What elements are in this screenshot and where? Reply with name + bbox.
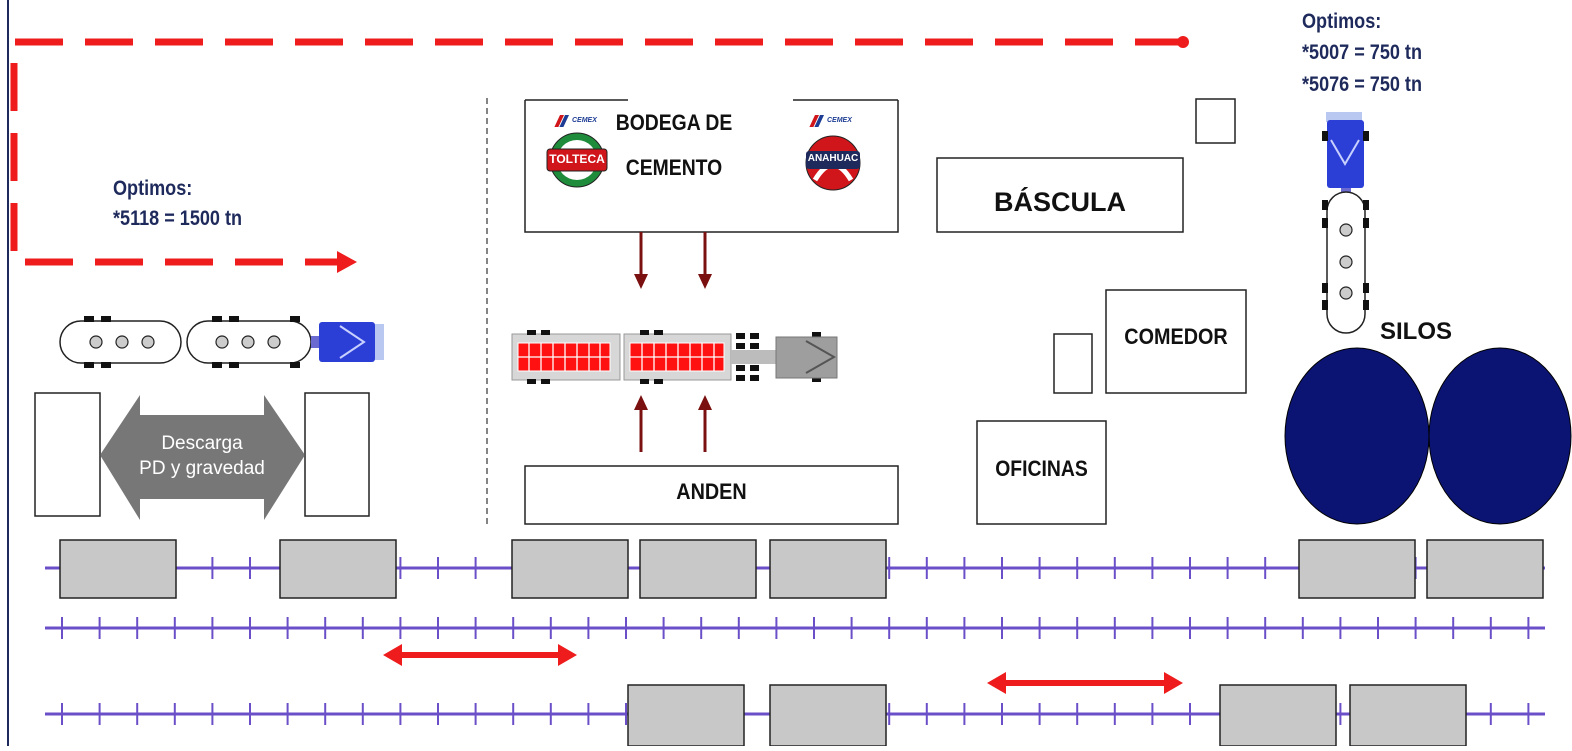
bodega-title-line1: BODEGA DE <box>615 110 733 135</box>
right-optimos-value-1: *5007 = 750 tn <box>1302 41 1422 64</box>
silos <box>1284 347 1572 525</box>
rail-car-2 <box>279 539 397 599</box>
flow-arrows <box>634 232 712 452</box>
descarga-double-arrow <box>100 395 305 520</box>
rail-car-11 <box>1349 684 1467 747</box>
small-booth-top <box>1195 98 1236 144</box>
anahuac-logo-text: ANAHUAC <box>807 153 859 164</box>
rail-car-10 <box>1219 684 1337 747</box>
bodega-title-line2: CEMENTO <box>625 155 723 180</box>
silos-label: SILOS <box>1380 318 1453 345</box>
rail-car-9 <box>769 684 887 747</box>
tanker-truck-left <box>59 316 384 368</box>
descarga-label-line1: Descarga <box>161 433 243 454</box>
cemex-brand-right: CEMEX <box>827 117 852 124</box>
right-optimos-value-2: *5076 = 750 tn <box>1302 73 1422 96</box>
route-end-arrowhead <box>337 251 357 273</box>
rail-car-1 <box>59 539 177 599</box>
rail-car-8 <box>627 684 745 747</box>
rail-car-4 <box>639 539 757 599</box>
comedor-label: COMEDOR <box>1124 324 1228 349</box>
silo-left <box>1284 347 1430 525</box>
oficinas-building <box>976 420 1107 525</box>
rail-car-5 <box>769 539 887 599</box>
flatbed-truck <box>511 330 838 384</box>
rail-car-3 <box>511 539 629 599</box>
tolteca-logo-text: TOLTECA <box>549 152 605 166</box>
shunting-arrow-left <box>383 644 577 666</box>
bodega-building <box>524 99 899 233</box>
small-booth-comedor <box>1053 333 1093 394</box>
tolteca-logo <box>546 115 608 188</box>
right-optimos-title: Optimos: <box>1302 10 1382 33</box>
left-optimos-title: Optimos: <box>113 177 193 200</box>
bascula-building <box>936 157 1184 233</box>
descarga-label-line2: PD y gravedad <box>139 458 265 479</box>
railcars <box>59 539 1544 747</box>
tanker-truck-right <box>1322 112 1369 334</box>
shunting-arrows <box>383 644 1183 694</box>
truck-route-dashed <box>10 36 1189 273</box>
left-optimos-value: *5118 = 1500 tn <box>113 207 243 230</box>
bascula-label: BÁSCULA <box>994 187 1126 217</box>
route-start-dot <box>1177 36 1189 48</box>
rail-track-2 <box>45 617 1545 639</box>
oficinas-label: OFICINAS <box>995 456 1088 481</box>
unload-pit-right <box>304 392 370 517</box>
anden-label: ANDEN <box>676 479 747 504</box>
rail-car-6 <box>1298 539 1416 599</box>
silo-right <box>1428 347 1572 525</box>
anden-platform <box>524 465 899 525</box>
rail-car-7 <box>1426 539 1544 599</box>
cemex-brand-left: CEMEX <box>572 117 597 124</box>
shunting-arrow-right <box>987 672 1183 694</box>
anahuac-logo <box>805 115 861 191</box>
comedor-building <box>1105 289 1247 394</box>
unload-pit-left <box>34 392 101 517</box>
